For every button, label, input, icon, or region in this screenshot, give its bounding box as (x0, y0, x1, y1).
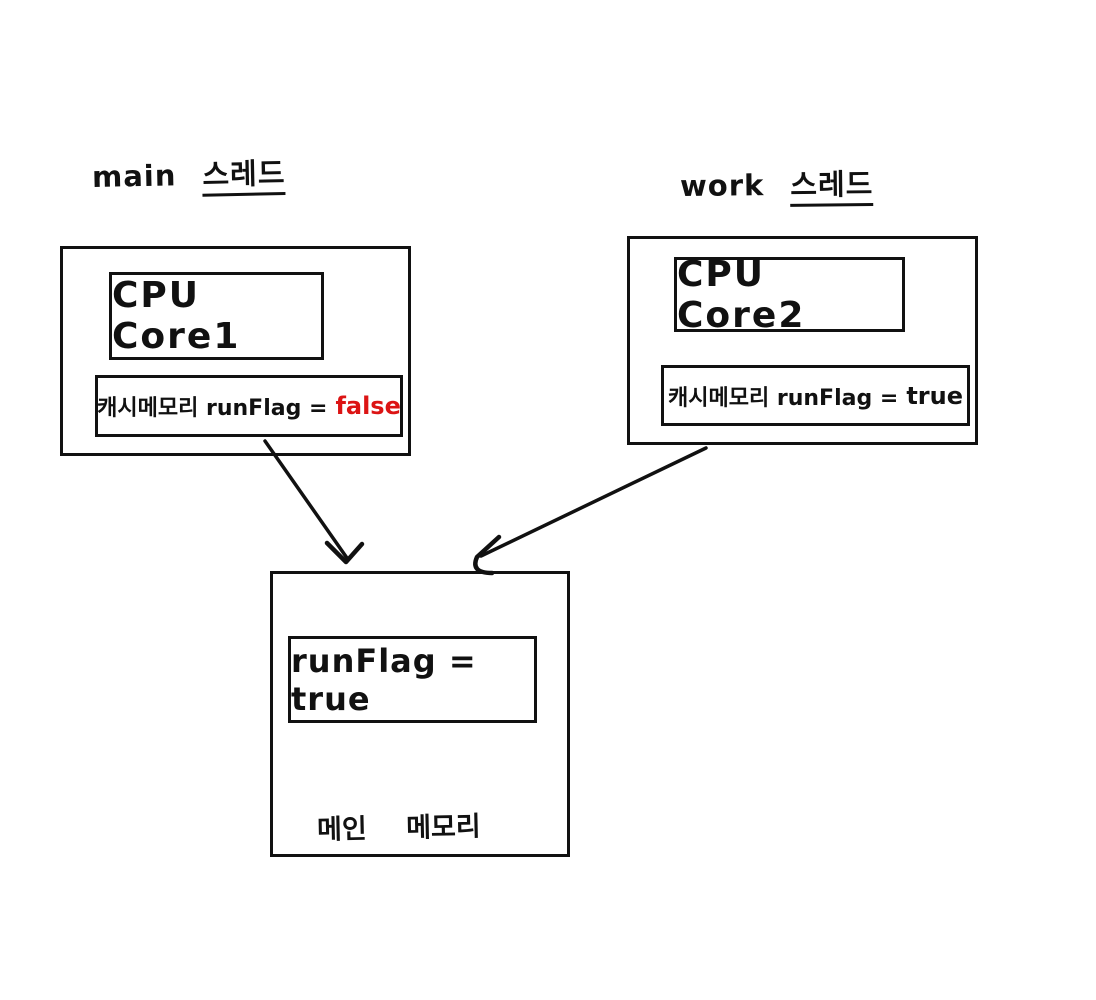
main-cache-text: 캐시메모리 runFlag = (97, 396, 328, 421)
main-cpu-core-box: CPU Core1 (109, 272, 324, 360)
work-cache-box: 캐시메모리 runFlag = true (661, 365, 970, 426)
arrow-work-to-memory (473, 446, 708, 576)
main-memory-box: runFlag = true 메인 메모리 (270, 571, 570, 857)
main-memory-label: 메인 메모리 (316, 811, 481, 846)
main-thread-word-ko: 스레드 (202, 155, 286, 197)
main-thread-box: CPU Core1 캐시메모리 runFlag = false (60, 246, 411, 456)
arrow-main-to-memory (263, 439, 365, 565)
work-cache-text: 캐시메모리 runFlag = (668, 385, 899, 411)
main-cpu-core-label: CPU Core1 (112, 275, 241, 357)
work-thread-name: work (679, 168, 765, 204)
main-cache-box: 캐시메모리 runFlag = false (95, 375, 403, 437)
work-thread-word-ko: 스레드 (790, 166, 874, 207)
work-cache-value: true (906, 381, 963, 410)
memory-value-label: runFlag = true (291, 641, 477, 718)
main-thread-label: main 스레드 (91, 150, 286, 197)
work-thread-label: work 스레드 (679, 161, 874, 207)
work-cpu-core-label: CPU Core2 (677, 253, 806, 336)
main-cache-value: false (335, 392, 401, 420)
work-cpu-core-box: CPU Core2 (674, 254, 905, 336)
work-thread-box: CPU Core2 캐시메모리 runFlag = true (627, 236, 978, 445)
memory-value-box: runFlag = true (288, 636, 537, 723)
main-thread-name: main (91, 158, 177, 195)
